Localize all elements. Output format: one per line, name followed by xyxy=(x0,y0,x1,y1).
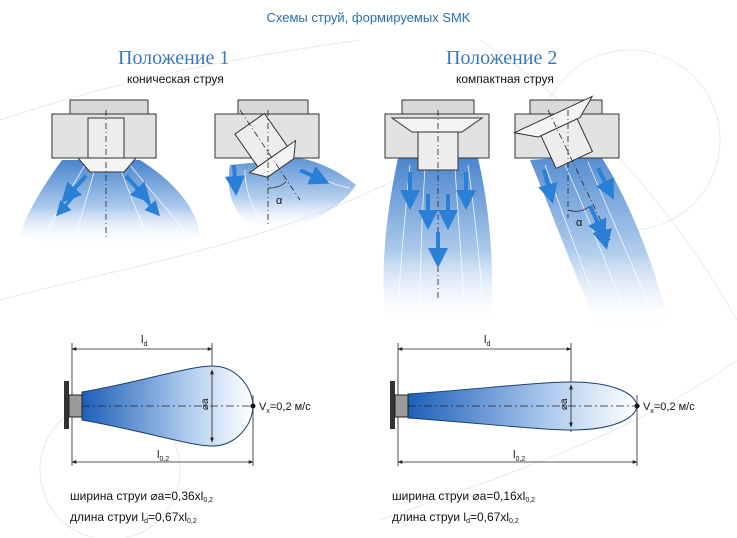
flow-arrow xyxy=(61,174,88,203)
angle-arc xyxy=(267,181,287,189)
velocity-label: Vx=0,2 м/с xyxy=(643,401,695,415)
flow-arrow xyxy=(56,195,76,217)
nozzle-cone xyxy=(76,157,138,173)
flow-arrow xyxy=(124,174,151,203)
jet-profile-2: ld ⌀a Vx=0,2 м/с l0,2 xyxy=(390,334,695,466)
position-1-subtitle: коническая струя xyxy=(127,72,224,86)
page-title: Схемы струй, формируемых SMK xyxy=(266,10,471,25)
flow-arrow xyxy=(299,166,330,185)
flow-arrow xyxy=(592,221,612,250)
flow-arrow xyxy=(595,167,614,200)
angle-label: α xyxy=(576,217,583,229)
formula-length-2: длина струи ld=0,67xl0,2 xyxy=(392,510,519,525)
dim-label-ld: ld xyxy=(141,334,147,348)
position-2-subtitle: компактная струя xyxy=(456,72,554,86)
axis-line-tilted xyxy=(239,109,301,201)
velocity-point xyxy=(250,403,256,409)
unit-2a-compact xyxy=(383,99,492,326)
velocity-label: Vx=0,2 м/с xyxy=(259,401,311,415)
unit-2b-tilted-compact: α xyxy=(512,95,668,332)
dim-label-ld: ld xyxy=(484,334,490,348)
dim-label-l02: l0,2 xyxy=(513,449,525,463)
dim-label-l02: l0,2 xyxy=(157,449,169,463)
heater-top-cap xyxy=(237,99,309,115)
nozzle-body xyxy=(540,118,594,170)
formula-width-1: ширина струи ⌀a=0,36xl0,2 xyxy=(70,489,214,504)
jet-profile-1: ld ⌀a Vx=0,2 м/с l0,2 xyxy=(64,334,311,466)
width-label: ⌀a xyxy=(559,398,570,410)
heater-outline xyxy=(394,394,409,418)
wall xyxy=(390,381,395,429)
flow-arrow xyxy=(140,195,160,217)
velocity-point xyxy=(634,403,640,409)
flow-arrow xyxy=(224,164,245,196)
unit-1a-conical xyxy=(20,99,200,246)
position-2-heading: Положение 2 xyxy=(446,47,558,69)
wall xyxy=(64,381,69,429)
nozzle-cone-inverted xyxy=(390,117,484,133)
flow-arrow xyxy=(538,169,558,204)
heater-outline xyxy=(68,394,83,418)
unit-1b-tilted: α xyxy=(214,99,356,232)
nozzle-cone xyxy=(248,139,297,178)
position-1-heading: Положение 1 xyxy=(118,47,230,69)
width-label: ⌀a xyxy=(200,398,211,410)
conical-jet-plume xyxy=(20,160,200,246)
angle-label: α xyxy=(276,195,283,207)
heater-top-cap xyxy=(69,99,149,115)
formula-length-1: длина струи ld=0,67xl0,2 xyxy=(70,510,197,525)
nozzle-cone-inverted xyxy=(512,95,594,138)
formula-width-2: ширина струи ⌀a=0,16xl0,2 xyxy=(392,489,536,504)
tilted-jet-plume xyxy=(228,158,356,232)
